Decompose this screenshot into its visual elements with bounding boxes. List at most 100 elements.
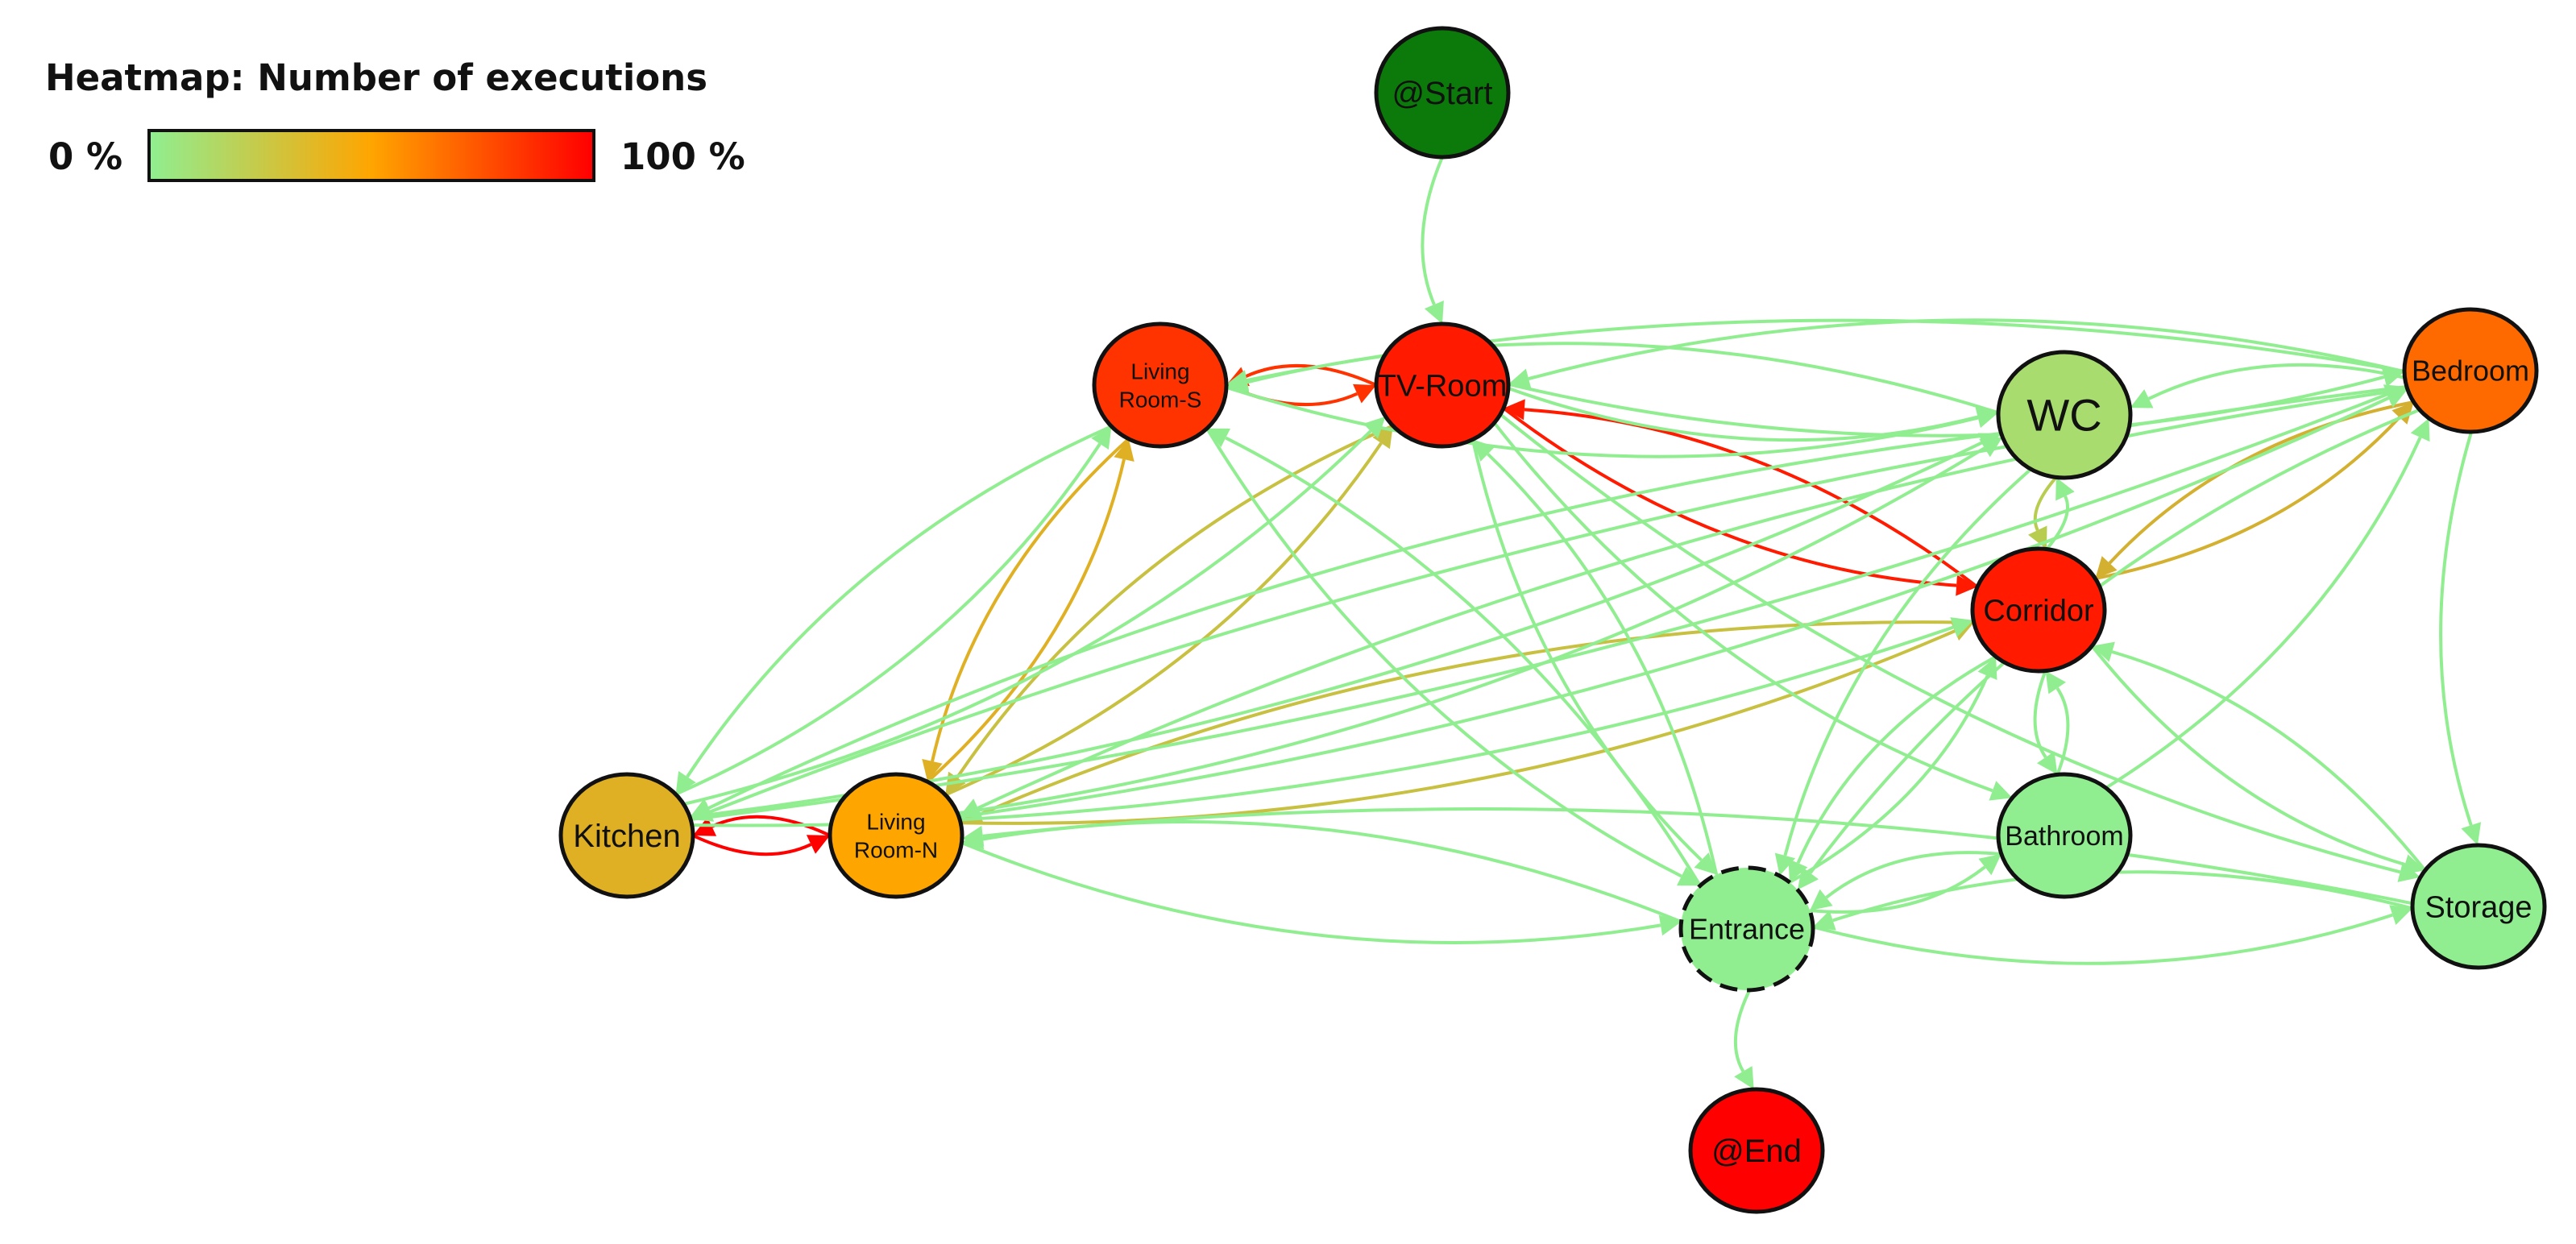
edge-line (686, 425, 1113, 778)
node-bedroom[interactable]: Bedroom (2402, 307, 2539, 434)
edge-line (711, 815, 831, 837)
edge-line (1226, 385, 1979, 458)
node-bathroom[interactable]: Bathroom (1996, 772, 2133, 899)
edge-livings-to-livingn (922, 437, 1130, 782)
edge-line (956, 424, 1394, 779)
node-circle (2410, 843, 2547, 970)
edge-line (1832, 870, 2413, 923)
edge-arrowhead (2391, 402, 2414, 425)
edge-arrowhead (2092, 641, 2115, 662)
node-label: TV-Room (1378, 369, 1507, 403)
edge-line (682, 429, 1372, 807)
edge-arrowhead (1504, 399, 1525, 421)
edge-entrance-to-corridor (1789, 657, 1997, 884)
edge-arrowhead (1677, 866, 1700, 886)
edge-entrance-to-bathroom (1810, 854, 2001, 914)
node-circle (1996, 350, 2133, 480)
node-start[interactable]: @Start (1374, 26, 1511, 160)
edge-wc-to-livings (1226, 342, 1999, 415)
edge-corridor-to-entrance (1788, 655, 1997, 882)
edge-livingn-to-entrance (960, 841, 1682, 944)
edge-arrowhead (959, 798, 983, 818)
edge-arrowhead (1091, 426, 1112, 450)
node-circle (558, 772, 695, 899)
edge-line (1499, 413, 2401, 874)
edge-arrowhead (922, 759, 943, 782)
edge-line (931, 437, 1130, 762)
edge-line (692, 834, 812, 856)
edge-arrowhead (1788, 859, 1808, 882)
node-label: @Start (1392, 76, 1492, 111)
edge-line (981, 820, 1682, 923)
edge-line (2439, 431, 2474, 826)
edge-arrowhead (1372, 425, 1393, 450)
legend-min-label: 0 % (48, 135, 123, 178)
edge-wc-to-entrance (1774, 467, 2032, 876)
edge-entrance-to-livings (1207, 428, 1702, 887)
edge-kitchen-to-bedroom (690, 384, 2407, 821)
edge-line (2090, 645, 2406, 866)
edge-arrowhead (1353, 384, 1376, 404)
edge-entrance-to-tvroom (1472, 439, 1719, 875)
node-end[interactable]: @End (1688, 1087, 1825, 1214)
node-kitchen[interactable]: Kitchen (558, 772, 695, 899)
edge-line (1812, 913, 2393, 965)
edge-start-to-tvroom (1421, 156, 1444, 324)
edge-arrowhead (1798, 866, 1819, 890)
edge-arrowhead (1363, 416, 1386, 439)
edge-tvroom-to-livingn (945, 424, 1394, 795)
edge-line (1528, 318, 2405, 381)
edge-line (1796, 655, 1997, 865)
edge-bedroom-to-wc (2130, 363, 2406, 408)
edge-arrowhead (1694, 852, 1717, 875)
edge-arrowhead (1774, 852, 1795, 876)
edge-arrowhead (2055, 477, 2075, 501)
edge-livingn-to-tvroom (944, 425, 1393, 797)
edge-line (674, 442, 1101, 796)
node-corridor[interactable]: Corridor (1970, 546, 2107, 674)
node-wc[interactable]: WC (1996, 350, 2133, 480)
node-label: @End (1711, 1134, 1802, 1169)
node-label: WC (2026, 390, 2101, 441)
edge-arrowhead (2389, 905, 2412, 925)
node-storage[interactable]: Storage (2410, 843, 2547, 970)
node-label: Corridor (1983, 594, 2094, 628)
node-label: Bathroom (2005, 821, 2123, 852)
node-circle (1092, 321, 1229, 449)
edge-bedroom-to-storage (2439, 431, 2482, 845)
edge-arrowhead (1508, 368, 1532, 389)
edge-corridor-to-tvroom (1504, 399, 1979, 588)
edge-arrowhead (1424, 301, 1444, 324)
edge-arrowhead (1975, 407, 1998, 429)
edges-layer (674, 156, 2482, 1090)
node-entrance[interactable]: Entrance (1678, 865, 1815, 993)
edge-storage-to-entrance (1813, 870, 2413, 931)
edge-arrowhead (1950, 617, 1974, 637)
edge-line (1225, 436, 1702, 887)
edge-line (2095, 416, 2401, 580)
edge-storage-to-livingn (961, 807, 2413, 906)
edge-arrowhead (1472, 439, 1495, 462)
edge-bedroom-to-kitchen (691, 385, 2408, 822)
node-tvroom[interactable]: TV-Room (1374, 321, 1511, 449)
edge-livingn-to-livings (926, 438, 1135, 783)
edge-arrowhead (1978, 854, 2001, 876)
edge-arrowhead (1813, 910, 1836, 931)
edge-entrance-to-livingn (961, 820, 1682, 923)
edge-bedroom-to-livingn (959, 388, 2408, 818)
edge-tvroom-to-bathroom (1493, 421, 2013, 801)
edge-line (1508, 387, 1979, 442)
node-circle (1678, 865, 1815, 993)
edge-line (2108, 400, 2414, 565)
edge-kitchen-to-livings (674, 426, 1112, 796)
edge-arrowhead (2410, 418, 2430, 442)
edge-bedroom-to-corridor (2095, 400, 2414, 578)
edge-livingn-to-wc (957, 437, 2003, 815)
edge-corridor-to-storage (2090, 645, 2425, 875)
edge-line (1783, 467, 2032, 856)
edge-line (960, 629, 1956, 825)
edge-line (707, 431, 2001, 810)
